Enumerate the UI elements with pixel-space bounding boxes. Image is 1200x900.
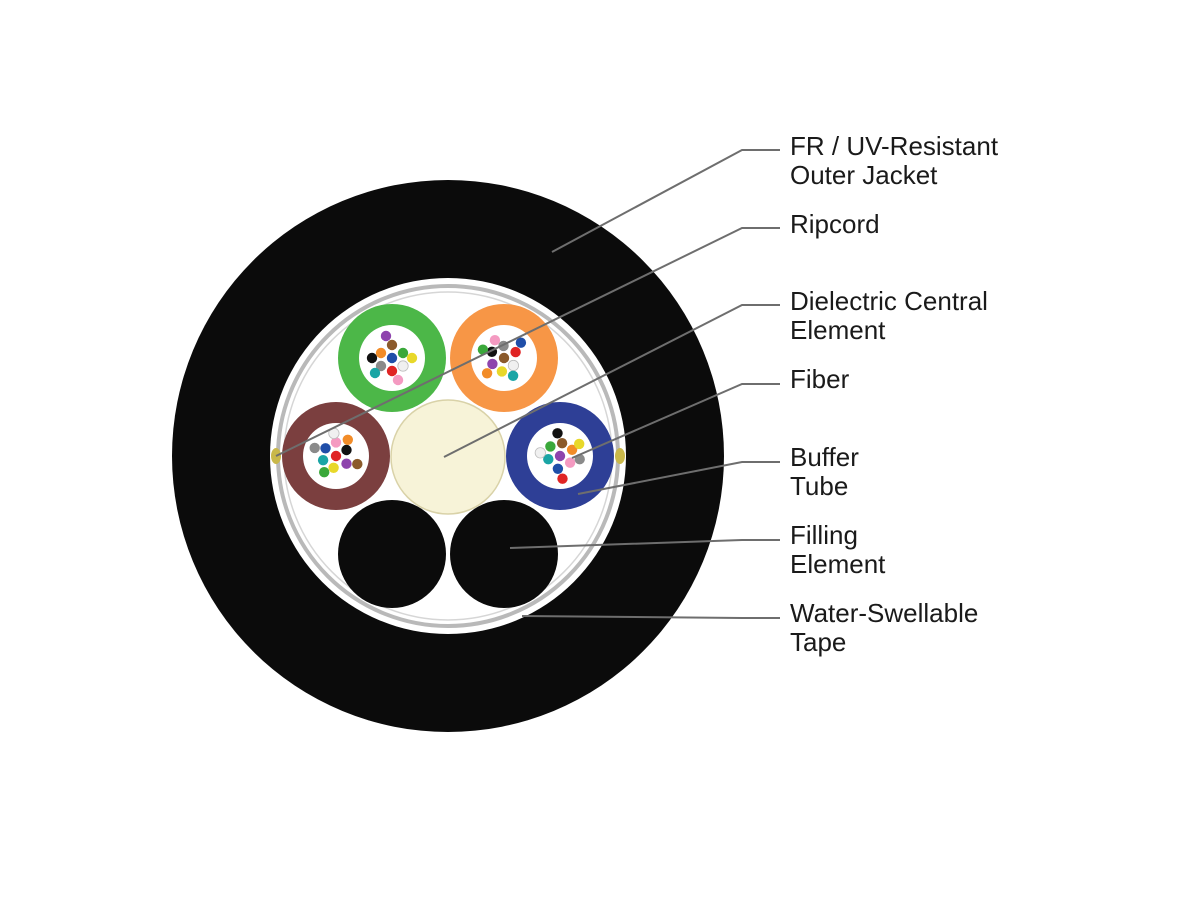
cable-cross-section — [172, 180, 724, 732]
fiber — [498, 352, 510, 364]
buffer-tube-orange — [450, 304, 558, 412]
fiber — [386, 352, 398, 364]
fiber — [309, 442, 320, 454]
fiber — [366, 352, 378, 364]
leader-line-ripcord — [275, 227, 780, 457]
fiber — [380, 330, 392, 342]
fiber — [342, 434, 353, 445]
leader-line-fiber — [571, 383, 780, 459]
fiber — [341, 458, 352, 469]
filling-element-right — [450, 500, 558, 608]
fiber — [369, 367, 381, 379]
leader-line-central-element — [443, 304, 780, 458]
fiber — [320, 443, 331, 454]
leader-line-jacket — [551, 149, 780, 253]
fiber — [352, 458, 363, 470]
fiber — [477, 344, 489, 355]
fiber — [397, 347, 409, 359]
label-outer-jacket: FR / UV-Resistant Outer Jacket — [790, 131, 1005, 190]
fiber — [489, 335, 501, 346]
label-outer-jacket-line-1: FR / UV-Resistant — [790, 131, 999, 161]
fiber — [534, 447, 546, 459]
fiber — [510, 346, 521, 358]
leader-lines — [275, 149, 780, 619]
fiber — [392, 374, 404, 386]
fiber — [507, 359, 520, 372]
fiber — [341, 444, 352, 456]
buffer-tube-blue — [506, 402, 614, 510]
fiber — [564, 457, 576, 468]
fiber — [481, 368, 493, 379]
fiber — [487, 358, 498, 370]
ripcord-right — [615, 448, 625, 464]
fiber — [317, 455, 329, 466]
fiber — [328, 462, 339, 473]
fiber — [515, 337, 527, 348]
label-filling-element: Filling Element — [790, 520, 886, 579]
label-central-element: Dielectric Central Element — [790, 286, 995, 345]
label-central-element-line-1: Dielectric Central — [790, 286, 988, 316]
label-tape: Water-Swellable Tape — [790, 598, 986, 657]
fiber — [507, 370, 519, 381]
fiber — [543, 454, 554, 465]
fiber — [330, 437, 342, 448]
fiber — [496, 366, 508, 377]
label-filling-element-line-2: Element — [790, 549, 886, 579]
fiber — [552, 428, 563, 439]
buffer-tube-green — [338, 304, 446, 412]
fiber — [566, 444, 578, 455]
buffer-tube-brown — [282, 402, 390, 510]
fiber — [375, 360, 387, 372]
fiber — [557, 473, 568, 484]
leader-line-tape — [521, 615, 780, 619]
fiber — [574, 438, 585, 450]
dielectric-central-element — [390, 399, 506, 515]
fiber — [319, 467, 330, 478]
label-central-element-line-2: Element — [790, 315, 886, 345]
fiber — [375, 347, 387, 359]
label-fiber-line-1: Fiber — [790, 364, 850, 394]
leader-line-buffer-tube — [577, 461, 780, 495]
label-outer-jacket-line-2: Outer Jacket — [790, 160, 938, 190]
label-buffer-tube: Buffer Tube — [790, 442, 866, 501]
label-filling-element-line-1: Filling — [790, 520, 858, 550]
fiber — [556, 438, 568, 449]
fiber — [386, 365, 398, 377]
leader-line-filling-element — [509, 539, 780, 549]
label-buffer-tube-line-2: Tube — [790, 471, 848, 501]
label-buffer-tube-line-1: Buffer — [790, 442, 859, 472]
fiber — [386, 339, 398, 351]
fiber — [397, 360, 409, 372]
fiber — [554, 450, 566, 462]
label-ripcord-line-1: Ripcord — [790, 209, 880, 239]
fiber — [552, 463, 564, 474]
callout-labels: FR / UV-Resistant Outer Jacket Ripcord D… — [790, 131, 1005, 657]
label-tape-line-1: Water-Swellable — [790, 598, 978, 628]
fiber — [545, 441, 556, 452]
label-fiber: Fiber — [790, 364, 850, 394]
label-ripcord: Ripcord — [790, 209, 880, 239]
fiber — [330, 450, 342, 462]
label-tape-line-2: Tape — [790, 627, 846, 657]
fiber — [406, 352, 418, 364]
filling-element-left — [338, 500, 446, 608]
